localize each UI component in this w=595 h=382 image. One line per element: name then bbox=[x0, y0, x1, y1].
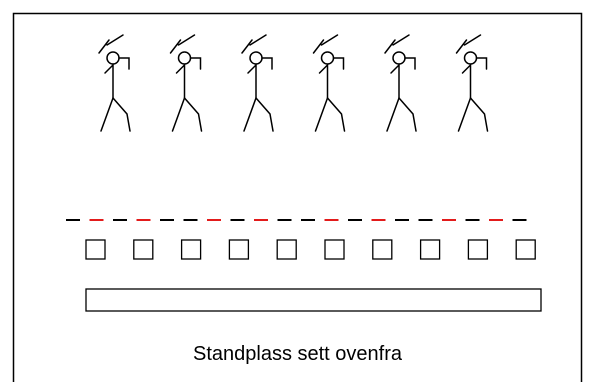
shooter-figure bbox=[98, 34, 131, 132]
figure-head bbox=[392, 51, 406, 65]
backstop-bar bbox=[85, 288, 542, 312]
target-box bbox=[372, 239, 393, 260]
target-box bbox=[515, 239, 536, 260]
target-box bbox=[467, 239, 489, 260]
frame-border bbox=[12, 12, 583, 382]
shooter-figure bbox=[241, 34, 274, 132]
figure-raised-arm bbox=[455, 34, 482, 54]
figure-bent-arm bbox=[475, 57, 488, 70]
figure-legs bbox=[100, 97, 131, 132]
target-box bbox=[276, 239, 297, 260]
target-row bbox=[85, 239, 536, 260]
figure-raised-arm bbox=[98, 34, 124, 54]
figure-head bbox=[320, 51, 335, 65]
figure-head bbox=[463, 51, 478, 65]
figure-raised-arm bbox=[384, 34, 410, 54]
shooter-figure bbox=[169, 34, 203, 132]
target-box bbox=[228, 239, 250, 260]
figure-legs bbox=[171, 97, 203, 132]
target-box bbox=[419, 239, 441, 260]
figure-legs bbox=[457, 97, 489, 132]
shooter-figure bbox=[455, 34, 489, 132]
shooter-figures bbox=[98, 34, 489, 132]
figure-raised-arm bbox=[312, 34, 339, 54]
figure-bent-arm bbox=[404, 57, 416, 70]
shooter-figure bbox=[312, 34, 346, 132]
figure-legs bbox=[314, 97, 346, 132]
target-box bbox=[133, 239, 154, 260]
figure-bent-arm bbox=[118, 57, 130, 70]
target-box bbox=[85, 239, 106, 260]
figure-body bbox=[390, 63, 400, 99]
figure-head bbox=[177, 51, 192, 65]
figure-legs bbox=[386, 97, 417, 132]
diagram-caption: Standplass sett ovenfra bbox=[192, 343, 402, 365]
figure-body bbox=[318, 63, 329, 99]
figure-body bbox=[175, 63, 186, 99]
figure-bent-arm bbox=[189, 57, 202, 70]
shooter-figure bbox=[384, 34, 417, 132]
target-box bbox=[180, 239, 202, 260]
figure-head bbox=[249, 51, 263, 65]
figure-bent-arm bbox=[261, 57, 273, 70]
figure-bent-arm bbox=[332, 57, 345, 70]
figure-body bbox=[247, 63, 257, 99]
target-box bbox=[324, 239, 345, 260]
figure-body bbox=[461, 63, 472, 99]
figure-raised-arm bbox=[169, 34, 196, 54]
figure-head bbox=[106, 51, 120, 65]
figure-body bbox=[104, 63, 114, 99]
figure-legs bbox=[243, 97, 274, 132]
figure-raised-arm bbox=[241, 34, 267, 54]
